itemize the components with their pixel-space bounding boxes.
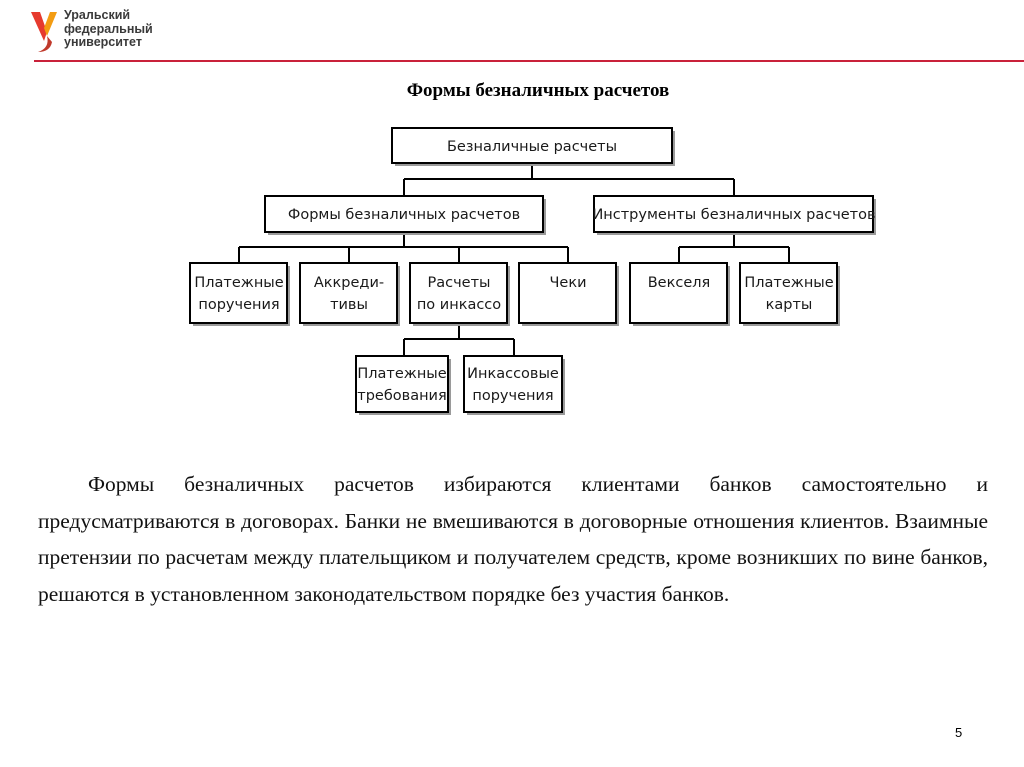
node-letters-of-credit: Аккреди- тивы bbox=[299, 262, 400, 326]
node-cheques: Чеки bbox=[518, 262, 619, 326]
node-label-line: Платежные bbox=[744, 275, 833, 291]
diagram-connectors bbox=[238, 162, 790, 356]
logo-line: университет bbox=[64, 35, 142, 49]
node-label: Безналичные расчеты bbox=[447, 139, 617, 155]
node-label-line: Векселя bbox=[648, 275, 711, 291]
university-logo: Уральский федеральный университет bbox=[28, 8, 168, 56]
node-label-line: тивы bbox=[330, 297, 368, 313]
node-label-line: поручения bbox=[198, 297, 279, 313]
node-label-line: Платежные bbox=[194, 275, 283, 291]
node-label: Формы безналичных расчетов bbox=[288, 207, 520, 223]
node-collection: Расчеты по инкассо bbox=[409, 262, 510, 326]
node-label-line: Чеки bbox=[549, 275, 586, 291]
logo-wordmark: Уральский федеральный университет bbox=[64, 8, 153, 50]
header-divider bbox=[34, 60, 1024, 62]
node-payment-requests: Платежные требования bbox=[355, 355, 451, 415]
node-label-line: Расчеты bbox=[428, 275, 491, 291]
node-label-line: Аккреди- bbox=[314, 275, 384, 291]
node-label-line: Инкассовые bbox=[467, 366, 559, 382]
node-root: Безналичные расчеты bbox=[391, 127, 675, 166]
slide-title: Формы безналичных расчетов bbox=[406, 80, 670, 101]
node-forms: Формы безналичных расчетов bbox=[264, 195, 546, 235]
node-label-line: карты bbox=[766, 297, 813, 313]
node-bills-of-exchange: Векселя bbox=[629, 262, 730, 326]
node-label-line: требования bbox=[357, 388, 446, 404]
node-payment-orders: Платежные поручения bbox=[189, 262, 290, 326]
node-instruments: Инструменты безналичных расчетов bbox=[592, 195, 876, 235]
node-collection-orders: Инкассовые поручения bbox=[463, 355, 565, 415]
body-paragraph: Формы безналичных расчетов избираются кл… bbox=[38, 472, 988, 606]
urfu-logo-icon bbox=[31, 12, 57, 52]
node-label-line: по инкассо bbox=[417, 297, 501, 313]
node-label: Инструменты безналичных расчетов bbox=[592, 207, 875, 223]
node-label-line: поручения bbox=[472, 388, 553, 404]
logo-line: Уральский bbox=[64, 8, 131, 22]
node-payment-cards: Платежные карты bbox=[739, 262, 840, 326]
node-label-line: Платежные bbox=[357, 366, 446, 382]
logo-line: федеральный bbox=[64, 21, 153, 36]
page-number: 5 bbox=[955, 725, 963, 740]
body-text: Формы безналичных расчетов избираются кл… bbox=[38, 466, 988, 612]
